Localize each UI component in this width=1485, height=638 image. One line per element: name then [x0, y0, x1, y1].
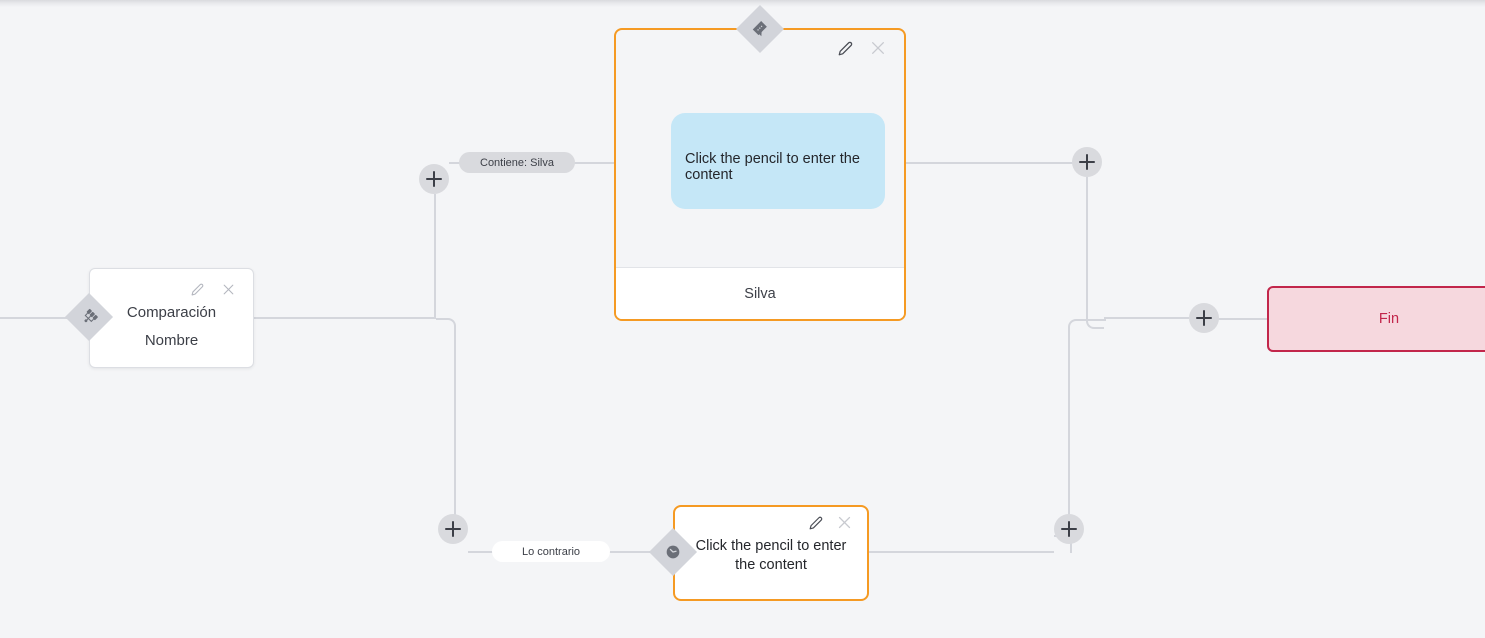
add-node-button-before-end[interactable] [1189, 303, 1219, 333]
edge-merge-elbow-bottom [1068, 319, 1088, 339]
node-comparacion-body: Comparación Nombre [90, 299, 253, 355]
add-node-button-false-branch[interactable] [438, 514, 468, 544]
message-bubble: Click the pencil to enter the content [671, 113, 885, 209]
branch-icon [65, 293, 113, 341]
edge-canvas-to-comparacion [0, 317, 74, 319]
edge-false-branch-down [454, 336, 456, 515]
top-shadow-strip [0, 0, 1485, 7]
edge-label-false-branch: Lo contrario [492, 541, 610, 562]
close-icon[interactable] [837, 515, 852, 530]
node-message[interactable]: Click the pencil to enter the content Si… [614, 28, 906, 321]
edge-true-branch-riser [434, 194, 436, 318]
edge-merge-bottom-stub [1086, 319, 1106, 321]
pencil-icon[interactable] [191, 283, 204, 296]
close-icon[interactable] [870, 40, 886, 56]
node-message-footer: Silva [616, 267, 904, 319]
chat-bubble-icon [736, 5, 784, 53]
pencil-icon[interactable] [838, 41, 853, 56]
add-node-button-after-message[interactable] [1072, 147, 1102, 177]
close-icon[interactable] [222, 283, 235, 296]
edge-delay-to-plus [869, 551, 1054, 553]
node-fin[interactable]: Fin [1267, 286, 1485, 352]
edge-merge-riser-bottom [1068, 337, 1070, 515]
node-delay[interactable]: Click the pencil to enter the content [673, 505, 869, 601]
edge-merge-riser-top [1086, 177, 1088, 311]
edge-comparacion-out [254, 317, 436, 319]
node-comparacion-title: Comparación [126, 304, 217, 321]
edge-message-to-plus [906, 162, 1073, 164]
edge-false-branch-elbow-top [436, 318, 456, 338]
node-message-actions [838, 40, 886, 56]
edge-end-plus-to-fin [1218, 318, 1268, 320]
edge-merge-to-end-plus [1104, 317, 1189, 319]
node-fin-label: Fin [1378, 311, 1400, 327]
node-delay-text: Click the pencil to enter the content [695, 538, 847, 573]
node-delay-actions [809, 515, 852, 530]
edge-label-true-branch: Contiene: Silva [459, 152, 575, 173]
node-comparacion[interactable]: Comparación Nombre [89, 268, 254, 368]
pencil-icon[interactable] [809, 516, 823, 530]
add-node-button-after-delay[interactable] [1054, 514, 1084, 544]
node-comparacion-subtitle: Nombre [144, 332, 199, 349]
node-comparacion-actions [191, 283, 235, 296]
clock-icon [649, 528, 697, 576]
add-node-button-true-branch[interactable] [419, 164, 449, 194]
